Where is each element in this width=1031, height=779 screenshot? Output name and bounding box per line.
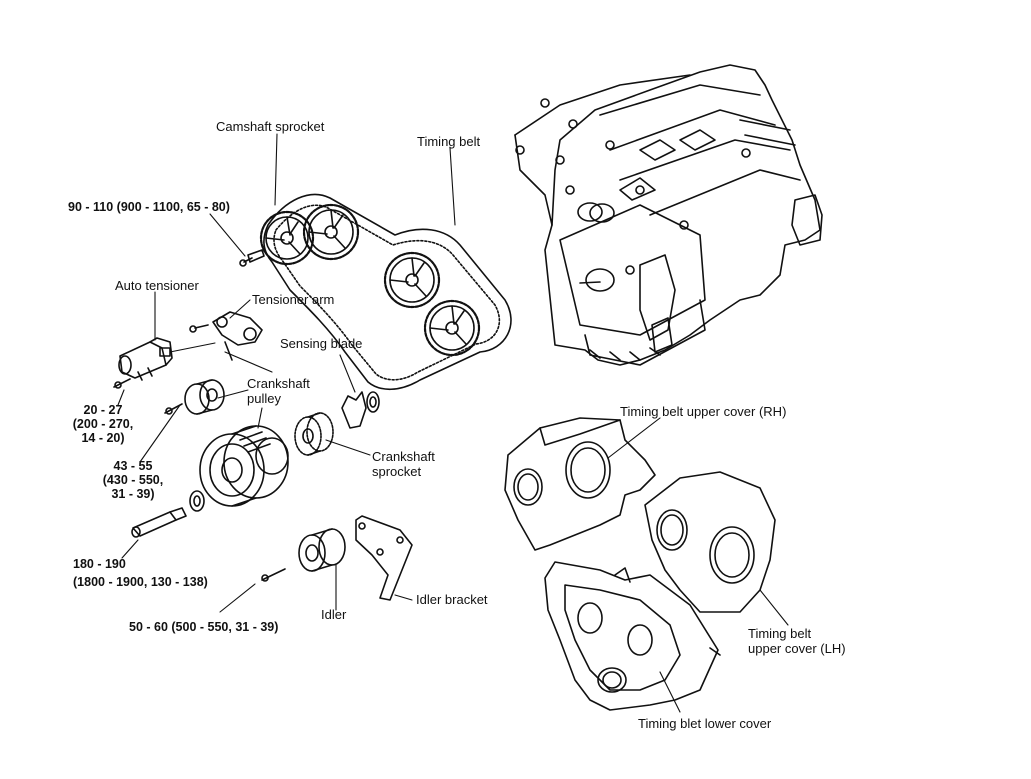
- crankshaft-washer: [189, 490, 205, 512]
- torque-tensioner-bolt-line2: (200 - 270,: [72, 417, 134, 431]
- label-sensing-blade: Sensing blade: [280, 336, 363, 351]
- label-crankshaft-pulley-line1: Crankshaft: [247, 376, 310, 391]
- auto-tensioner: [118, 337, 173, 381]
- torque-camshaft-bolt: 90 - 110 (900 - 1100, 65 - 80): [68, 200, 230, 214]
- label-tensioner-arm: Tensioner arm: [252, 292, 335, 307]
- crankshaft-bolt: [131, 507, 187, 538]
- label-lower-cover: Timing blet lower cover: [638, 716, 772, 731]
- label-idler: Idler: [321, 607, 347, 622]
- torque-idler-pulley-bolt-line2: (430 - 550,: [102, 473, 164, 487]
- tensioner-arm: [189, 311, 263, 361]
- label-crankshaft-pulley-line2: pulley: [247, 391, 281, 406]
- torque-tensioner-bolt-line3: 14 - 20): [81, 431, 125, 445]
- label-camshaft-sprocket: Camshaft sprocket: [216, 119, 325, 134]
- leader-lines: [117, 133, 789, 713]
- upper-cover-lh: [644, 471, 776, 613]
- label-crankshaft-sprocket-line1: Crankshaft: [372, 449, 435, 464]
- crankshaft-sprocket: [294, 412, 334, 456]
- label-upper-cover-lh-line1: Timing belt: [748, 626, 812, 641]
- label-crankshaft-sprocket-line2: sprocket: [372, 464, 422, 479]
- torque-idler-pulley-bolt-line3: 31 - 39): [111, 487, 155, 501]
- torque-idler-pulley-bolt-line1: 43 - 55: [113, 459, 153, 473]
- torque-crank-bolt-line1: 180 - 190: [73, 557, 126, 571]
- lower-cover: [544, 561, 721, 711]
- torque-tensioner-bolt-line1: 20 - 27: [83, 403, 123, 417]
- sensing-blade: [341, 391, 380, 429]
- crankshaft-pulley: [199, 425, 289, 507]
- camshaft-bolt: [239, 249, 265, 267]
- label-upper-cover-lh-line2: upper cover (LH): [748, 641, 846, 656]
- idler-pulley: [184, 379, 225, 415]
- idler-bolt: [261, 568, 286, 582]
- engine-block: [514, 64, 823, 366]
- upper-cover-rh: [504, 417, 656, 551]
- label-idler-bracket: Idler bracket: [416, 592, 488, 607]
- idler-bracket: [355, 515, 413, 601]
- torque-idler-bolt: 50 - 60 (500 - 550, 31 - 39): [129, 620, 279, 634]
- camshaft-sprockets: [259, 203, 481, 357]
- label-auto-tensioner: Auto tensioner: [115, 278, 199, 293]
- label-upper-cover-rh: Timing belt upper cover (RH): [620, 404, 787, 419]
- idler: [298, 528, 346, 572]
- label-timing-belt: Timing belt: [417, 134, 481, 149]
- torque-crank-bolt-line2: (1800 - 1900, 130 - 138): [73, 575, 208, 589]
- tensioner-bolt: [113, 378, 131, 389]
